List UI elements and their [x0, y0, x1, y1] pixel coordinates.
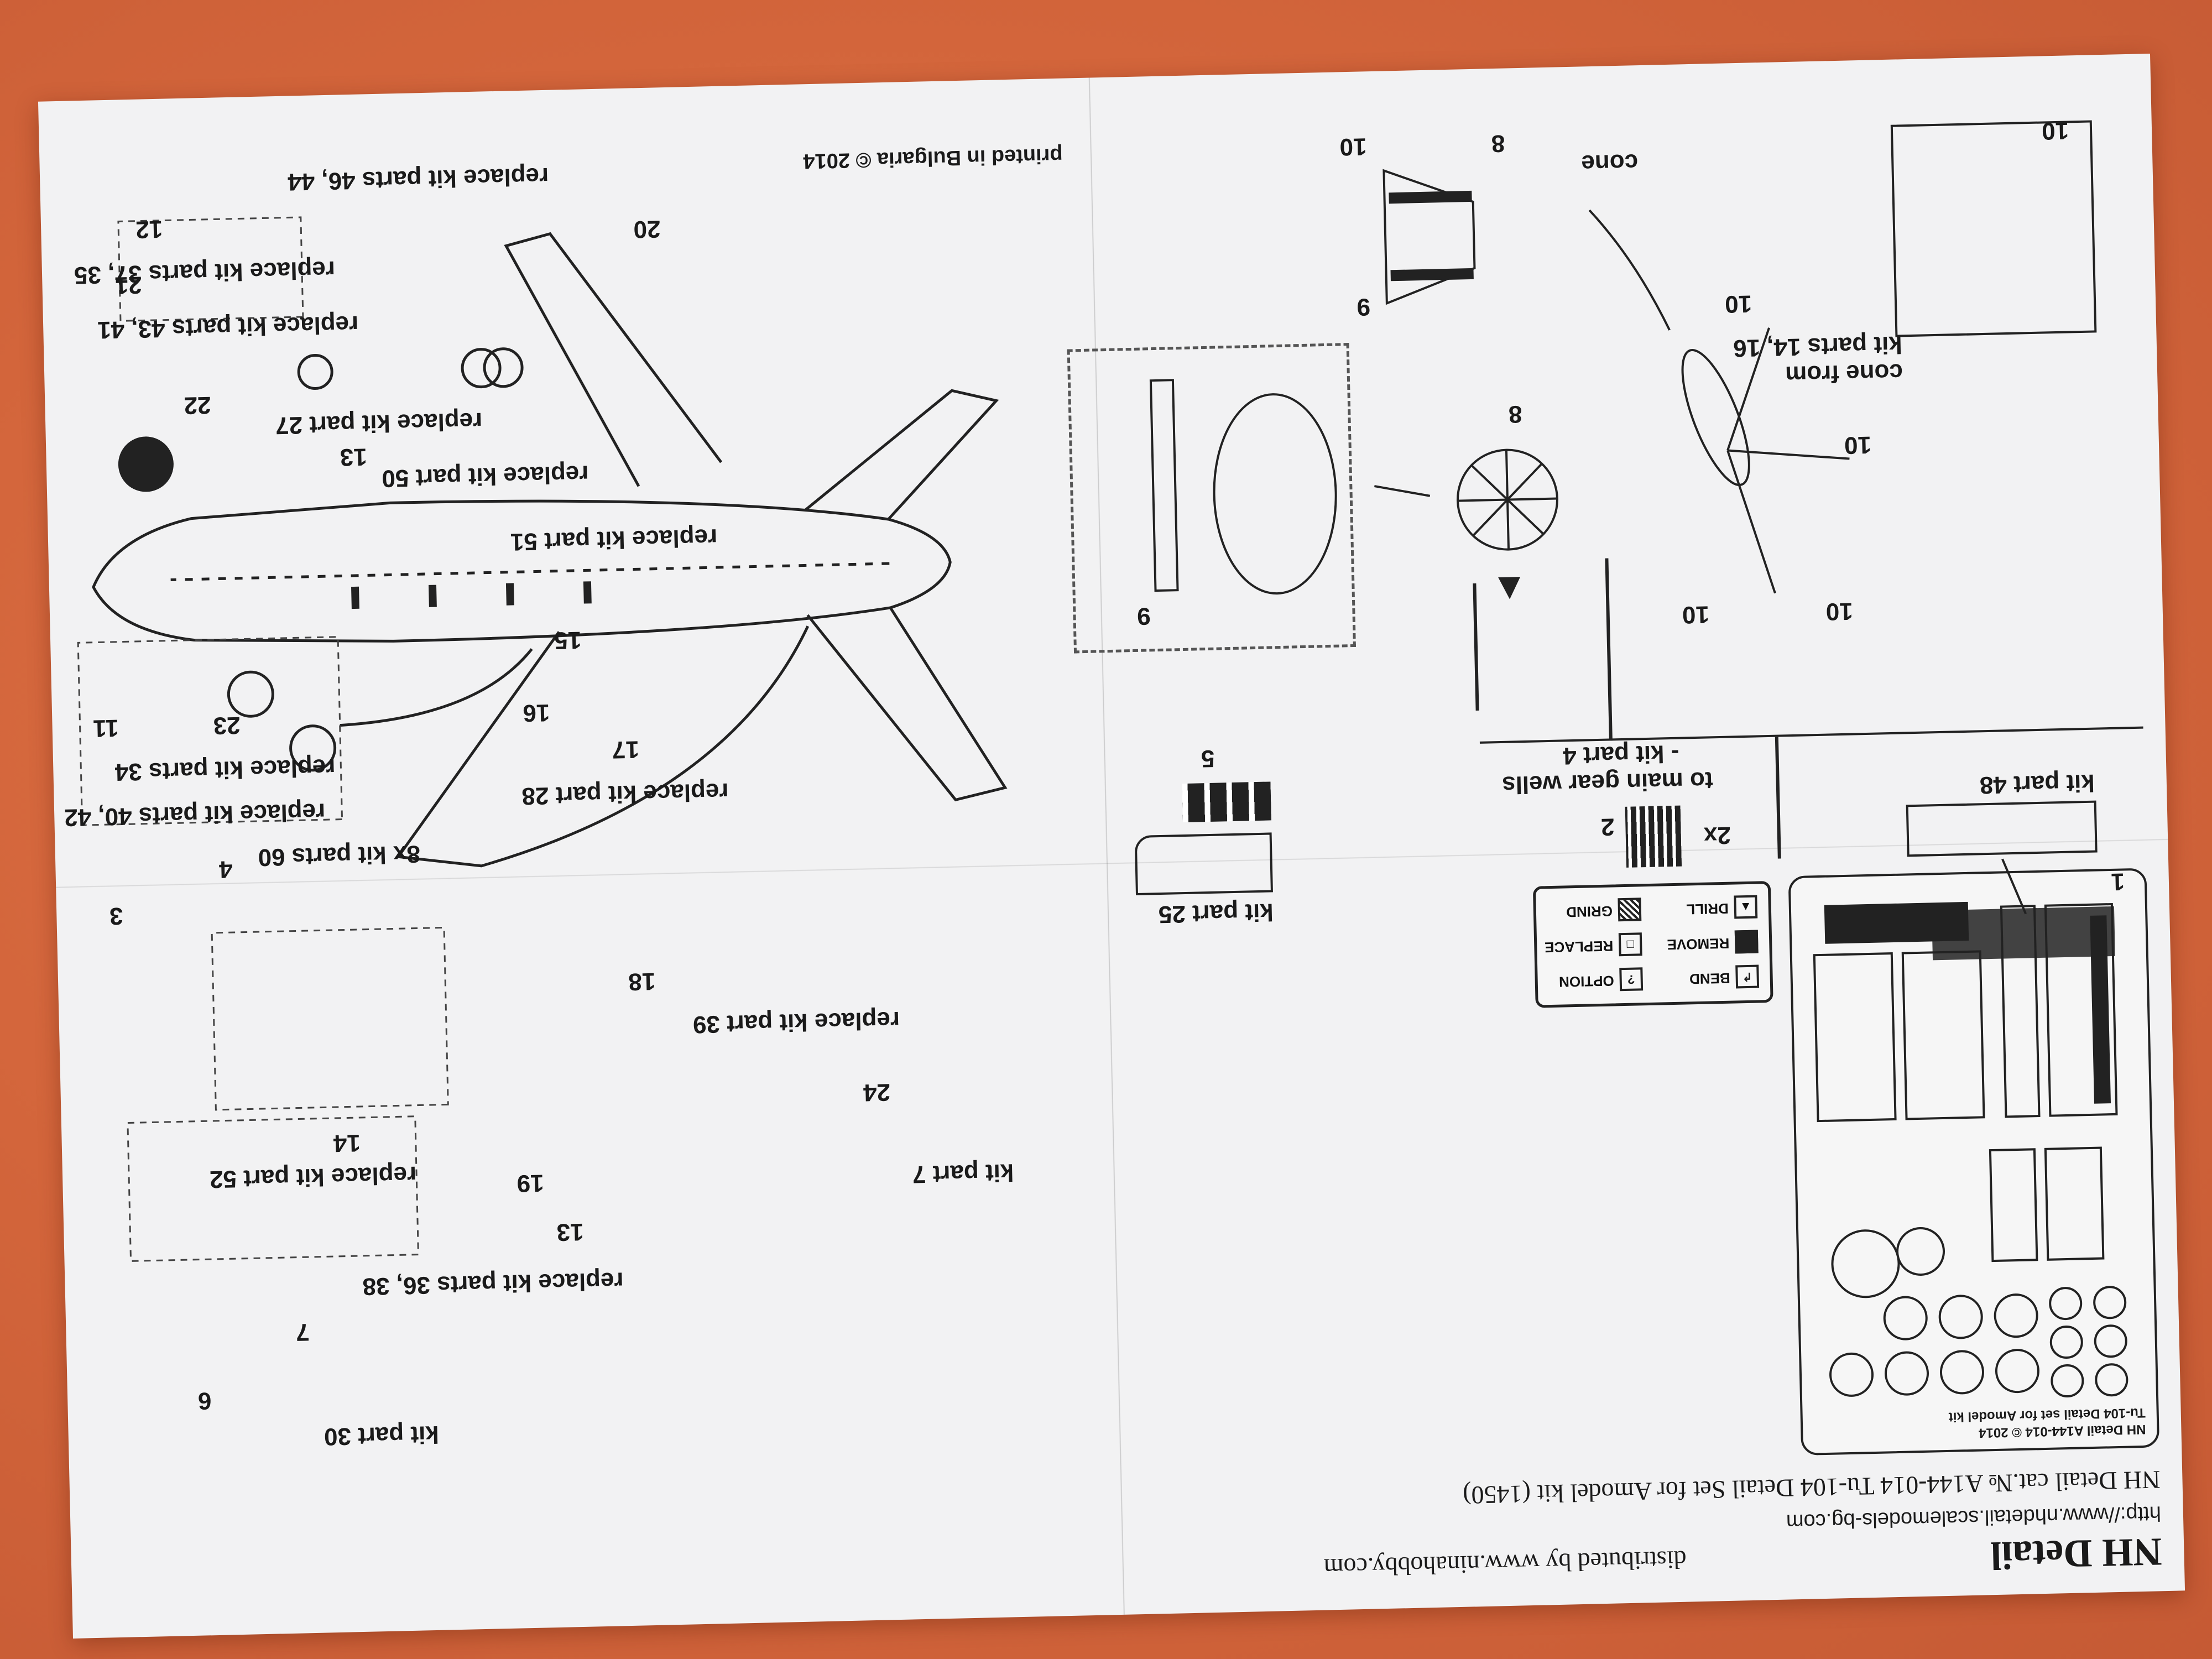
- callout-replace-46-44: replace kit parts 46, 44: [287, 162, 549, 196]
- label-part-2: 2: [1600, 813, 1615, 841]
- kit-part-25-shape: [1134, 832, 1273, 896]
- label-part-10-d: 10: [1682, 601, 1710, 629]
- callout-replace-37-35: replace kit parts 37, 35: [74, 255, 336, 289]
- callout-24: 24: [863, 1078, 891, 1107]
- label-part-5: 5: [1201, 744, 1215, 773]
- callout-replace-43-41: replace kit parts 43, 41: [97, 310, 359, 344]
- callout-4: 4: [218, 855, 233, 883]
- legend-grind: GRIND: [1566, 898, 1642, 922]
- option-icon: ?: [1619, 967, 1644, 992]
- cone-from-line-1: cone from: [1785, 358, 1903, 389]
- callout-6: 6: [197, 1387, 212, 1415]
- callout-17: 17: [612, 735, 640, 764]
- label-part-10-f: 10: [2041, 117, 2069, 145]
- callout-replace-36-38: replace kit parts 36, 38: [362, 1267, 624, 1300]
- label-part-10-a: 10: [1339, 133, 1367, 161]
- grind-icon: [1618, 898, 1642, 922]
- callout-16: 16: [522, 698, 550, 727]
- callout-8x-kit-60: 8x kit parts 60: [258, 840, 421, 872]
- remove-icon: [1734, 930, 1759, 954]
- legend-drill: ▲DRILL: [1686, 895, 1758, 920]
- legend-remove: REMOVE: [1667, 930, 1759, 956]
- label-part-9-b: 9: [1356, 293, 1371, 321]
- label-part-9-a: 9: [1136, 602, 1151, 630]
- callout-12: 12: [135, 215, 163, 243]
- callout-replace-50: replace kit part 50: [381, 460, 589, 492]
- legend-bend: ↱BEND: [1689, 964, 1760, 990]
- callout-kit-part-30: kit part 30: [324, 1420, 440, 1451]
- callout-kit-part-7: kit part 7: [912, 1159, 1014, 1188]
- label-part-1: 1: [2110, 868, 2125, 896]
- callout-22: 22: [183, 391, 212, 419]
- legend-replace: □REPLACE: [1545, 932, 1642, 958]
- label-part-10-b: 10: [1844, 431, 1872, 459]
- label-kit-part-25: kit part 25: [1158, 898, 1274, 928]
- divider: [1473, 583, 1479, 711]
- callout-replace-28: replace kit part 28: [521, 778, 729, 810]
- gear-wells-line-1: to main gear wells: [1501, 766, 1714, 799]
- callout-replace-40-42: replace kit parts 40, 42: [64, 798, 326, 831]
- callout-13: 13: [340, 443, 368, 471]
- legend-option: ?OPTION: [1559, 967, 1644, 992]
- distributor-text: distributed by www.ninahobby.com: [1323, 1545, 1687, 1582]
- callout-3: 3: [109, 902, 123, 930]
- callout-23: 23: [213, 711, 241, 739]
- label-part-8-a: 8: [1508, 400, 1523, 428]
- divider: [1775, 737, 1781, 859]
- symbol-legend: ↱BEND REMOVE ▲DRILL ?OPTION □REPLACE GRI…: [1532, 880, 1773, 1008]
- callout-replace-51: replace kit part 51: [510, 524, 718, 556]
- callout-7: 7: [295, 1318, 310, 1346]
- bend-icon: ↱: [1735, 964, 1760, 989]
- sheet-content: NH Detail http://www.nhdetail.scalemodel…: [38, 54, 2185, 1639]
- callout-21: 21: [114, 271, 143, 299]
- gear-wells-line-2: - kit part 4: [1562, 739, 1680, 770]
- callout-18: 18: [628, 967, 656, 995]
- divider: [1605, 558, 1613, 741]
- replace-icon: □: [1618, 932, 1642, 957]
- drill-icon: ▲: [1734, 895, 1758, 919]
- detail-box-engine: [1067, 343, 1356, 654]
- label-part-10-c: 10: [1724, 290, 1752, 318]
- cone-from-line-2: kit parts 14, 16: [1733, 331, 1903, 362]
- callout-replace-27: replace kit part 27: [275, 407, 483, 440]
- photo-etch-fret: NH Detail A144-014 © 2014 Tu-104 Detail …: [1788, 868, 2160, 1455]
- label-kit-part-48: kit part 48: [1979, 769, 2095, 799]
- callout-15: 15: [554, 626, 582, 654]
- fret-parts-drawing: [1813, 901, 2128, 1398]
- label-part-8-b: 8: [1491, 129, 1505, 158]
- brand-name: NH Detail: [1990, 1530, 2163, 1578]
- website-url: http://www.nhdetail.scalemodels-bg.com: [1786, 1501, 2162, 1533]
- part-2-shape: [1625, 805, 1682, 868]
- callout-replace-52: replace kit part 52: [209, 1161, 417, 1193]
- callout-13-b: 13: [556, 1218, 585, 1246]
- printed-in: printed in Bulgaria © 2014: [802, 143, 1063, 173]
- callout-19: 19: [517, 1169, 545, 1197]
- callout-replace-39: replace kit part 39: [692, 1006, 900, 1039]
- callout-14: 14: [333, 1129, 361, 1157]
- callout-11: 11: [92, 714, 119, 742]
- callout-replace-34: replace kit parts 34: [114, 753, 336, 786]
- label-part-10-e: 10: [1825, 597, 1854, 625]
- part-5-shape: [1182, 781, 1272, 823]
- callout-20: 20: [633, 215, 661, 243]
- label-cone: cone: [1580, 149, 1639, 178]
- instruction-sheet: NH Detail http://www.nhdetail.scalemodel…: [38, 54, 2185, 1639]
- label-2x: 2x: [1703, 821, 1731, 849]
